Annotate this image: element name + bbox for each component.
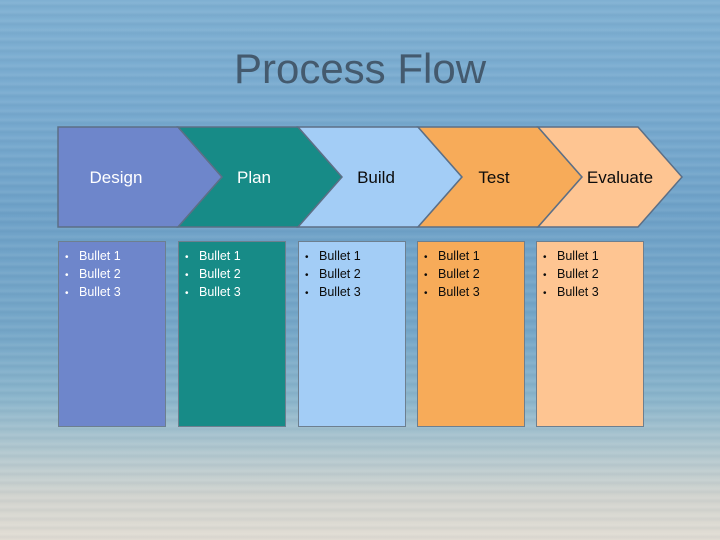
stage-label-plan: Plan [236, 168, 272, 187]
stage-arrow-evaluate [536, 126, 683, 228]
stage-label-design: Design [89, 168, 143, 187]
bullet-item: Bullet 3 [305, 284, 405, 302]
page-title: Process Flow [233, 45, 487, 92]
bullet-item: Bullet 1 [424, 248, 524, 266]
stage-box-evaluate: Bullet 1 Bullet 2 Bullet 3 [536, 241, 644, 427]
bullet-item: Bullet 2 [185, 266, 285, 284]
stage-box-test: Bullet 1 Bullet 2 Bullet 3 [417, 241, 525, 427]
bullet-item: Bullet 2 [305, 266, 405, 284]
bullet-item: Bullet 3 [543, 284, 643, 302]
bullet-item: Bullet 2 [543, 266, 643, 284]
bullet-item: Bullet 1 [305, 248, 405, 266]
bullet-item: Bullet 1 [543, 248, 643, 266]
bullet-item: Bullet 1 [65, 248, 165, 266]
stage-box-plan: Bullet 1 Bullet 2 Bullet 3 [178, 241, 286, 427]
stage-box-design: Bullet 1 Bullet 2 Bullet 3 [58, 241, 166, 427]
stage-box-build: Bullet 1 Bullet 2 Bullet 3 [298, 241, 406, 427]
bullet-item: Bullet 3 [185, 284, 285, 302]
bullet-item: Bullet 3 [65, 284, 165, 302]
bullet-item: Bullet 2 [424, 266, 524, 284]
bullet-item: Bullet 3 [424, 284, 524, 302]
stage-label-build: Build [357, 168, 395, 187]
bullet-item: Bullet 1 [185, 248, 285, 266]
bullet-item: Bullet 2 [65, 266, 165, 284]
stage-label-evaluate: Evaluate [586, 168, 654, 187]
stage-label-test: Test [478, 168, 510, 187]
